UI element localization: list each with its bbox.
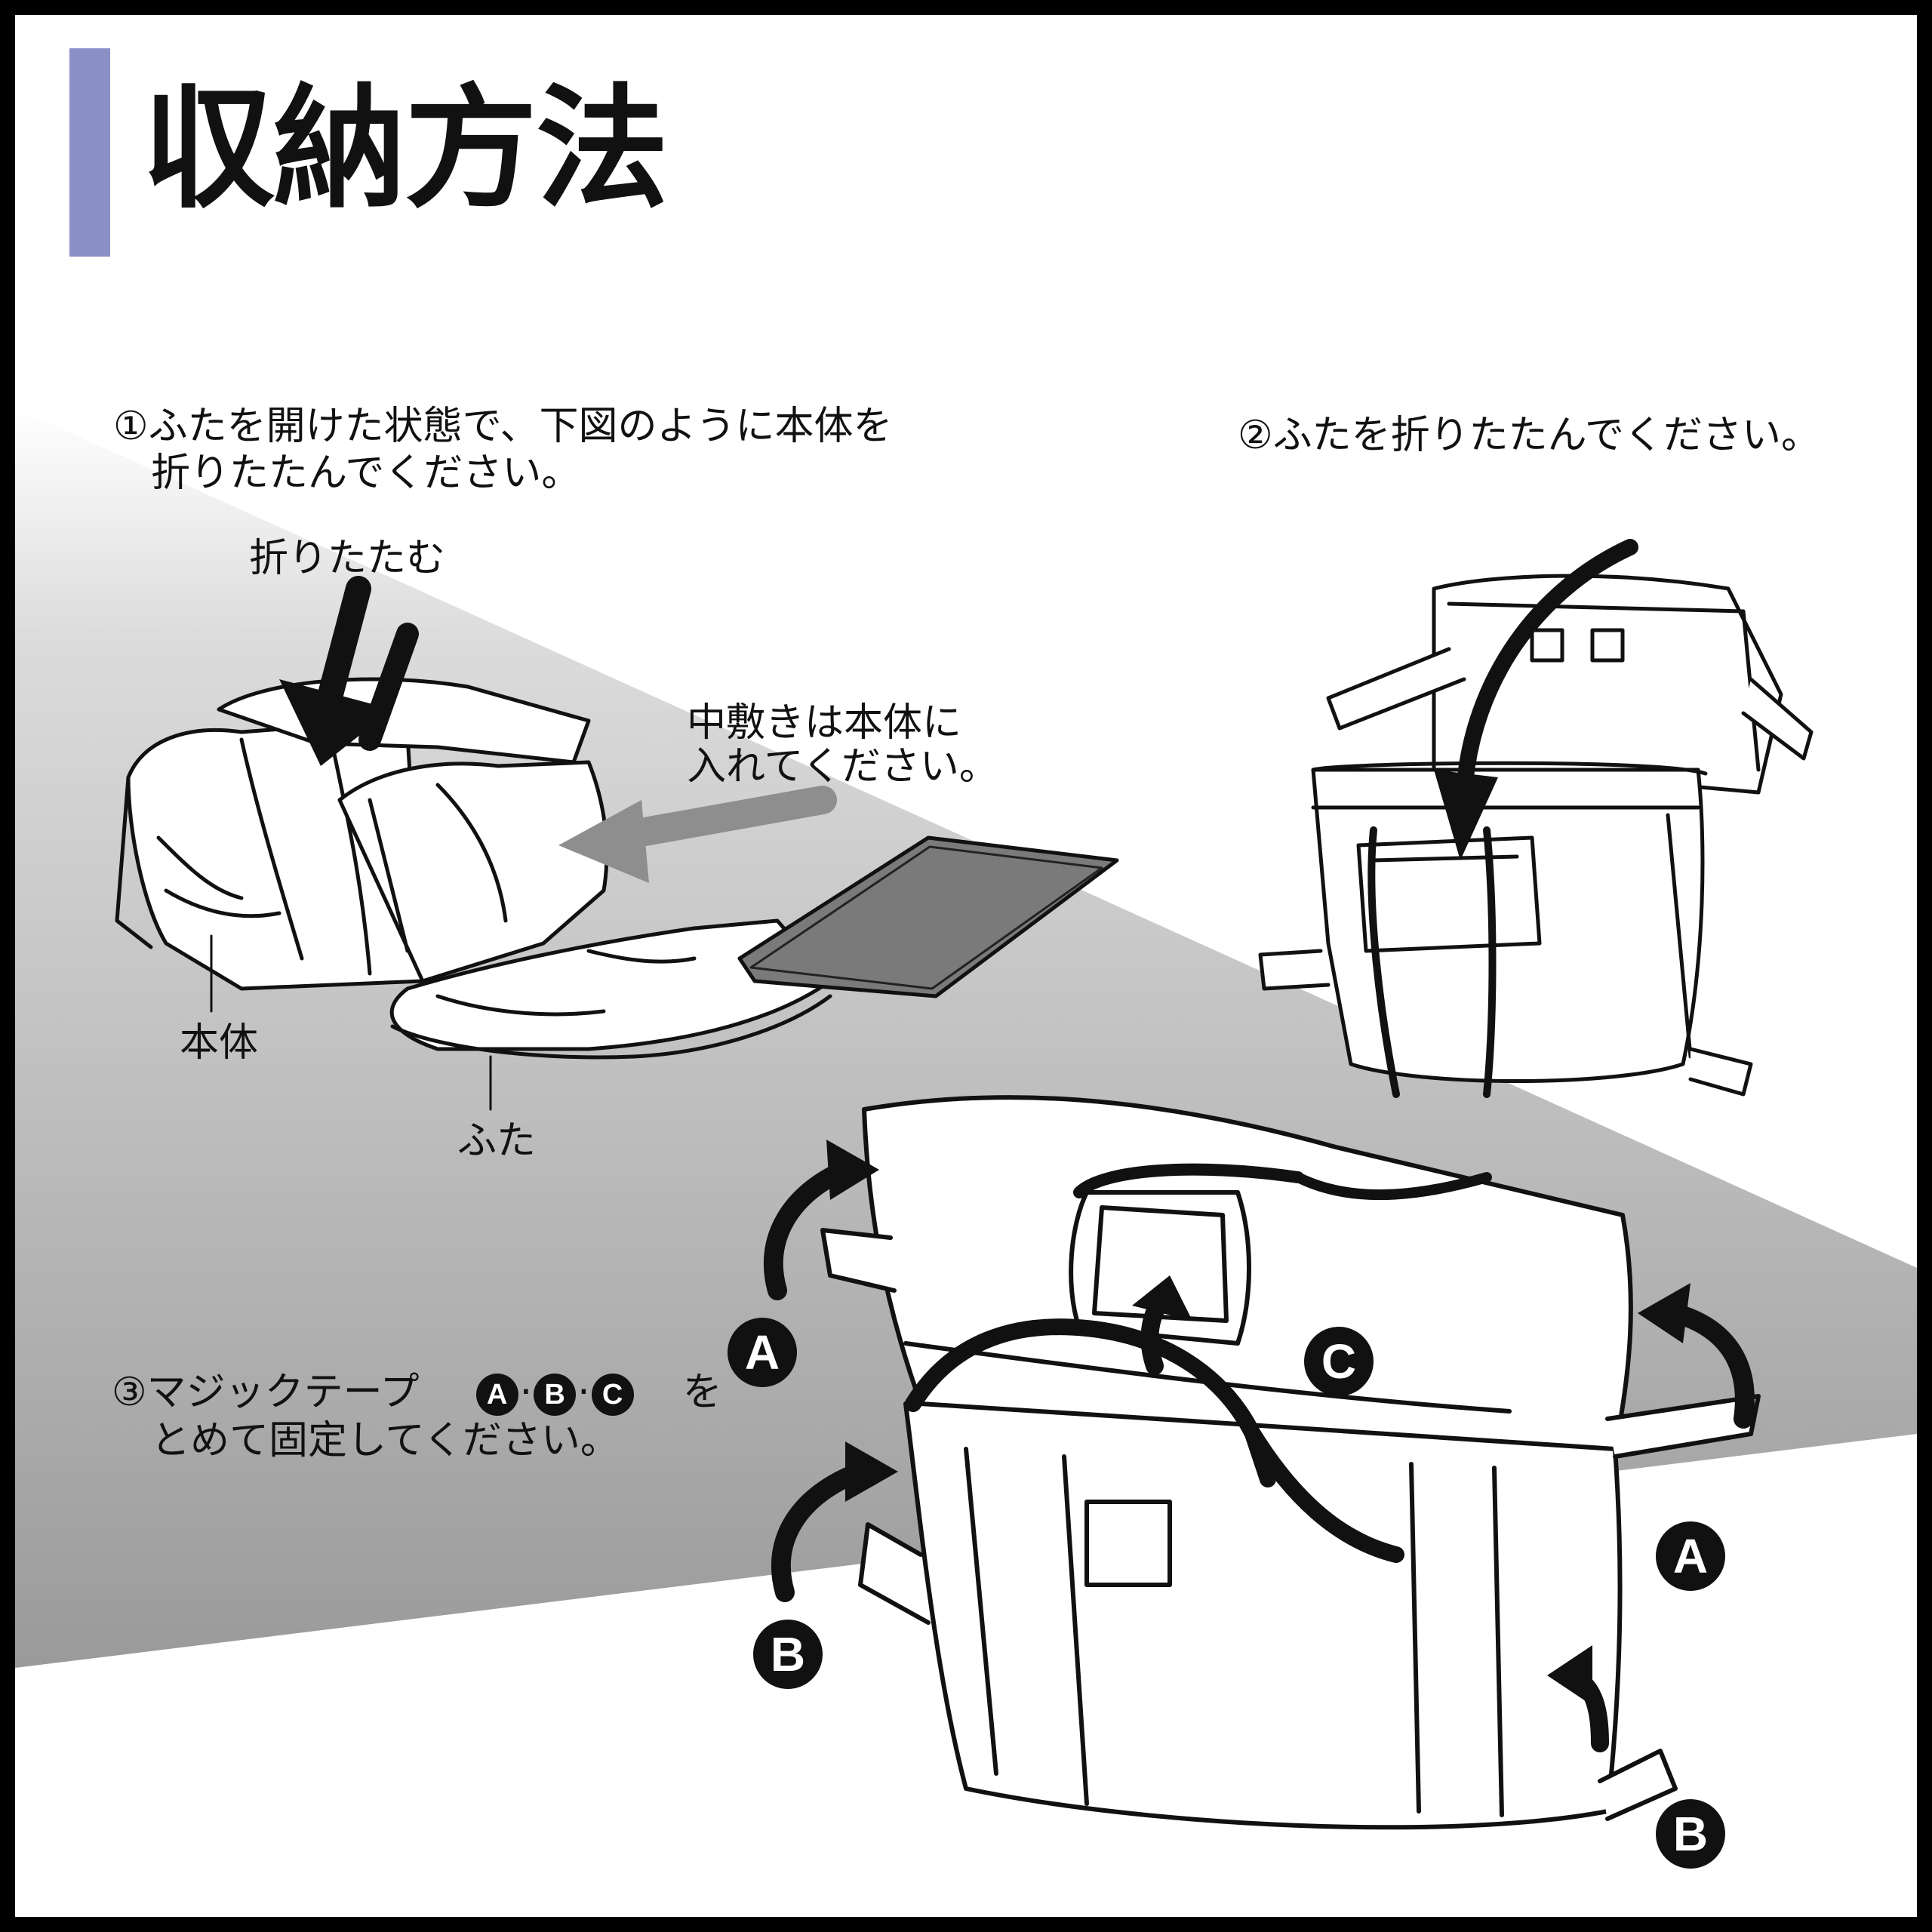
insert-label-line2: 入れてください。 — [687, 744, 998, 789]
step3-line2: とめて固定してください。 — [151, 1418, 620, 1463]
step1-line2: 折りたたんでください。 — [151, 451, 581, 496]
fold-label: 折りたたむ — [249, 536, 446, 581]
badge-a-right: A — [1656, 1521, 1725, 1591]
badge-separator: · — [577, 1370, 590, 1415]
lid-folding-illustration — [1258, 539, 1814, 1098]
step1-line1: ①ふたを開けた状態で、下図のように本体を — [113, 404, 893, 449]
step3-prefix: ③マジックテープ — [112, 1370, 420, 1415]
insert-label-line1: 中敷きは本体に — [687, 700, 962, 746]
step2-line1: ②ふたを折りたたんでください。 — [1238, 413, 1821, 458]
inline-badge-a: A — [475, 1374, 518, 1416]
step3-suffix: を — [682, 1370, 722, 1415]
badge-b-left: B — [753, 1620, 823, 1689]
title-accent-bar — [69, 48, 110, 257]
inline-badge-c: C — [591, 1374, 634, 1416]
badge-a-left: A — [728, 1318, 797, 1387]
badge-c: C — [1304, 1327, 1374, 1396]
badge-b-right: B — [1656, 1799, 1725, 1869]
body-label: 本体 — [180, 1020, 259, 1066]
inline-badge-b: B — [534, 1374, 577, 1416]
folding-bag-illustration — [115, 576, 1119, 1111]
step3-line1: ③マジックテープ A·B·C を — [112, 1369, 722, 1416]
lid-label: ふた — [457, 1118, 537, 1164]
badge-separator: · — [519, 1370, 533, 1415]
secured-bag-illustration — [763, 1095, 1761, 1830]
page-title: 収納方法 — [142, 72, 669, 226]
instruction-page: 収納方法 ①ふたを開けた状態で、下図のように本体を 折りたたんでください。 ②ふ… — [15, 15, 1917, 1917]
